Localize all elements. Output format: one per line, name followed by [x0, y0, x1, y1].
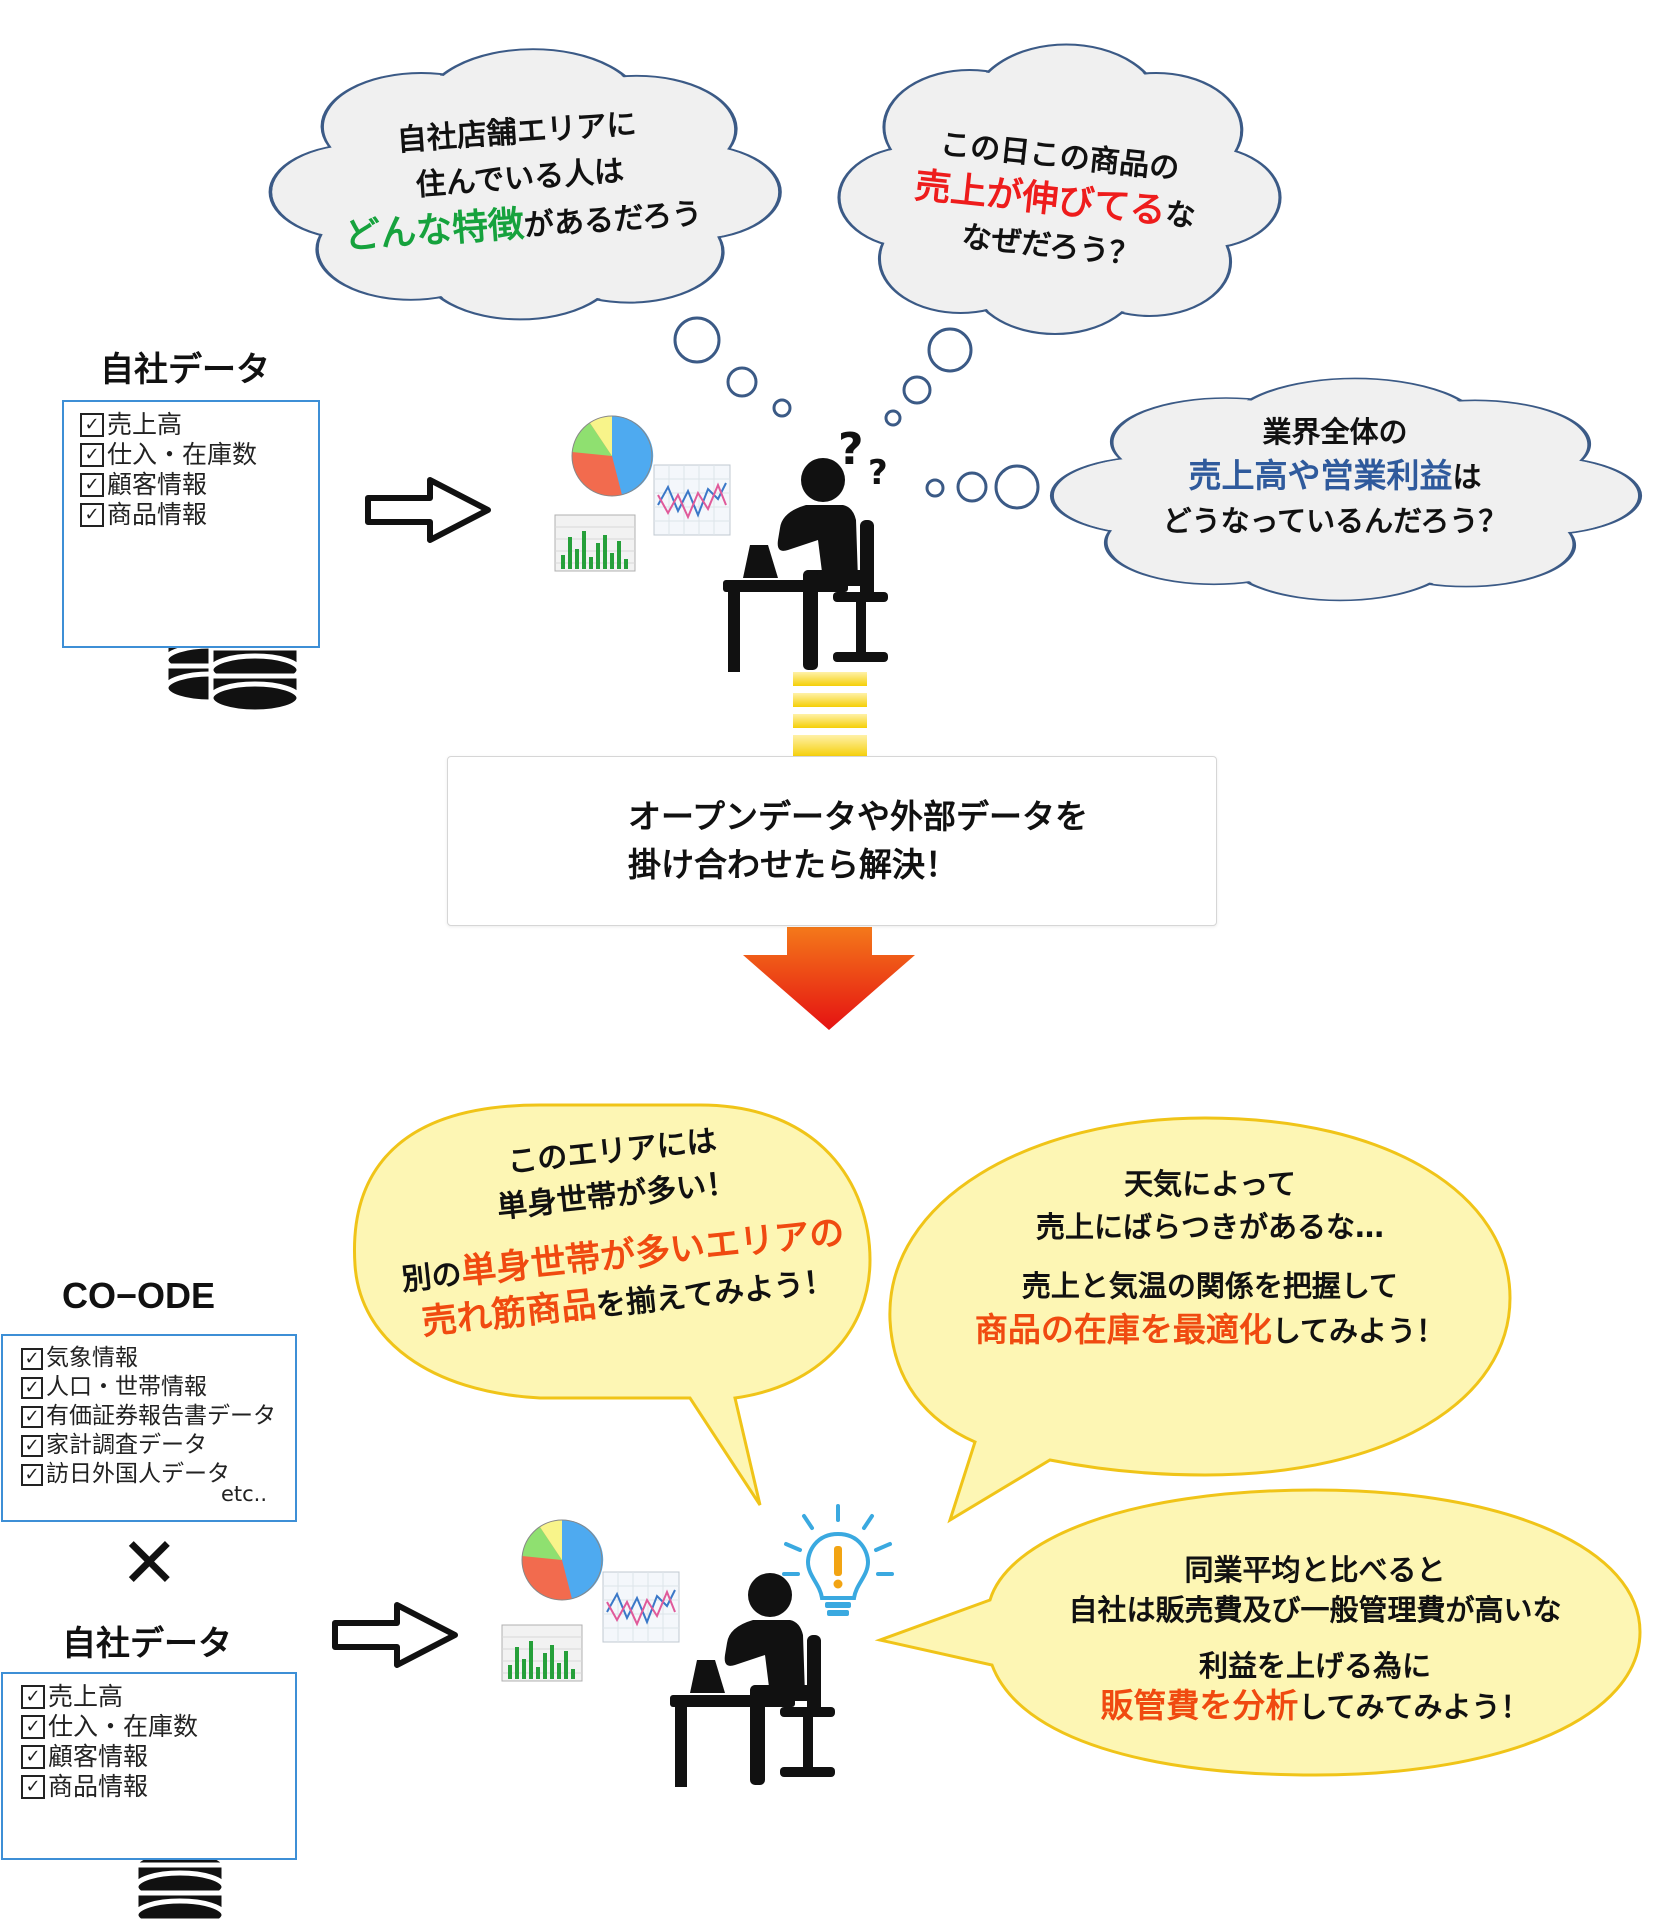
list-item: ✓顧客情報: [80, 470, 318, 500]
check-icon: ✓: [21, 1434, 43, 1457]
list-item: ✓仕入・在庫数: [80, 440, 318, 470]
list-item: ✓家計調査データ: [21, 1431, 295, 1460]
thought-area-text: 自社店舗エリアに 住んでいる人は どんな特徴があるだろう: [343, 106, 704, 258]
check-icon: ✓: [21, 1775, 45, 1799]
cross-icon: ✕: [120, 1522, 179, 1604]
list-item: ✓有価証券報告書データ: [21, 1402, 295, 1431]
check-icon: ✓: [21, 1685, 45, 1709]
check-icon: ✓: [21, 1463, 43, 1486]
list-item: ✓訪日外国人データ: [21, 1460, 295, 1489]
check-icon: ✓: [80, 503, 104, 527]
thought-trail-left: [673, 316, 792, 418]
line-chart-icon-bottom: [602, 1571, 680, 1643]
bar-chart-icon: [554, 514, 636, 572]
database-icon-bottom: [136, 1851, 224, 1923]
thought-trail-right: [925, 464, 1040, 510]
own-data-list-bottom: ✓売上高 ✓仕入・在庫数 ✓顧客情報 ✓商品情報: [3, 1674, 295, 1802]
own-data-list-top: ✓売上高 ✓仕入・在庫数 ✓顧客情報 ✓商品情報: [64, 402, 318, 530]
check-icon: ✓: [21, 1715, 45, 1739]
speech-bubble-weather: [888, 1116, 1512, 1524]
speech-bubble-single: [353, 1103, 872, 1506]
thought-industry-text: 業界全体の 売上高や営業利益は どうなっているんだろう？: [1162, 415, 1508, 538]
down-arrow-icon: [743, 927, 915, 1030]
check-icon: ✓: [21, 1405, 43, 1428]
check-icon: ✓: [80, 473, 104, 497]
own-data-box-bottom: ✓売上高 ✓仕入・在庫数 ✓顧客情報 ✓商品情報: [1, 1672, 297, 1860]
insight-cost-text: 同業平均と比べると 自社は販売費及び一般管理費が高いな 利益を上げる為に 販管費…: [1068, 1553, 1562, 1725]
speech-bubble-cost: [874, 1488, 1642, 1777]
check-icon: ✓: [21, 1745, 45, 1769]
check-icon: ✓: [80, 413, 104, 437]
check-icon: ✓: [21, 1376, 43, 1399]
pie-chart-icon: [571, 415, 654, 497]
coode-heading: CO−ODE: [62, 1275, 216, 1316]
check-icon: ✓: [80, 443, 104, 467]
lightbulb-icon: [782, 1504, 894, 1616]
etc-label: etc..: [220, 1482, 267, 1506]
bar-chart-icon-bottom: [501, 1624, 583, 1682]
pie-chart-icon-bottom: [521, 1519, 604, 1601]
list-item: ✓商品情報: [80, 500, 318, 530]
list-item: ✓気象情報: [21, 1344, 295, 1373]
list-item: ✓商品情報: [21, 1772, 295, 1802]
coode-data-box: ✓気象情報 ✓人口・世帯情報 ✓有価証券報告書データ ✓家計調査データ ✓訪日外…: [1, 1334, 297, 1522]
own-data-heading-bottom: 自社データ: [62, 1624, 232, 1664]
question-mark-2: ?: [868, 453, 888, 493]
line-chart-icon: [653, 464, 731, 536]
question-mark-1: ?: [838, 424, 864, 475]
own-data-heading-top: 自社データ: [100, 350, 270, 390]
solution-callout: オープンデータや外部データを 掛け合わせたら解決！: [447, 756, 1217, 926]
list-item: ✓人口・世帯情報: [21, 1373, 295, 1402]
list-item: ✓仕入・在庫数: [21, 1712, 295, 1742]
solution-callout-text: オープンデータや外部データを 掛け合わせたら解決！: [628, 797, 1089, 884]
coode-data-list: ✓気象情報 ✓人口・世帯情報 ✓有価証券報告書データ ✓家計調査データ ✓訪日外…: [3, 1336, 295, 1489]
check-icon: ✓: [21, 1347, 43, 1370]
own-data-box-top: ✓売上高 ✓仕入・在庫数 ✓顧客情報 ✓商品情報: [62, 400, 320, 648]
person-at-desk-icon: [723, 458, 888, 672]
insight-weather-text: 天気によって 売上にばらつきがあるな… 売上と気温の関係を把握して 商品の在庫を…: [974, 1167, 1446, 1349]
list-item: ✓売上高: [80, 410, 318, 440]
list-item: ✓顧客情報: [21, 1742, 295, 1772]
equals-bars: [793, 672, 867, 757]
arrow-right-icon: [368, 480, 488, 540]
list-item: ✓売上高: [21, 1682, 295, 1712]
thought-trail-center: [884, 327, 973, 427]
arrow-right-icon-bottom: [335, 1605, 455, 1665]
person-at-desk-icon-bottom: [670, 1573, 835, 1787]
